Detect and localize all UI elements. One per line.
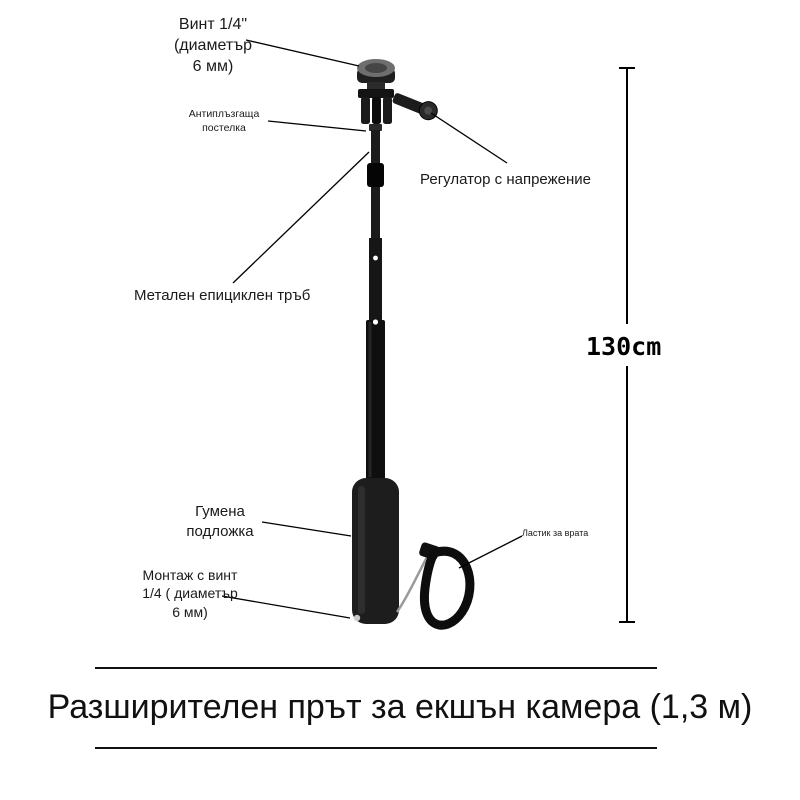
telescopic-pole [366, 124, 385, 480]
height-measurement-text: 130cm [586, 332, 662, 361]
label-tension-regulator: Регулатор с напрежение [420, 171, 591, 188]
leader-mount [221, 595, 351, 619]
title-rules [95, 667, 657, 749]
wrist-strap [395, 542, 475, 630]
selfie-stick [352, 59, 475, 630]
leader-grip [261, 521, 352, 537]
product-title: Разширителен прът за екшън камера (1,3 м… [47, 688, 753, 726]
leader-strap [458, 535, 523, 569]
measurement-line [619, 67, 635, 623]
label-neck-strap: Ластик за врата [522, 528, 589, 538]
annotation-lines [221, 39, 523, 619]
thumbscrew [392, 93, 438, 121]
screw-knob [357, 59, 395, 90]
foam-grip [352, 478, 399, 624]
leader-screw-top [245, 39, 360, 67]
label-metal-tube: Метален епициклен тръб [134, 287, 311, 304]
label-rubber-grip: Гумена подложка [186, 503, 254, 540]
leader-tube [232, 151, 370, 284]
leader-antislip [267, 120, 367, 132]
label-antislip-pad: Антиплъзгаща постелка [188, 108, 260, 134]
label-screw-top: Винт 1/4" (диаметър 6 мм) [173, 16, 253, 76]
leader-regulator [430, 112, 508, 164]
gopro-mount [358, 89, 438, 124]
label-bottom-mount: Монтаж с винт 1/4 ( диаметър 6 мм) [142, 567, 238, 620]
